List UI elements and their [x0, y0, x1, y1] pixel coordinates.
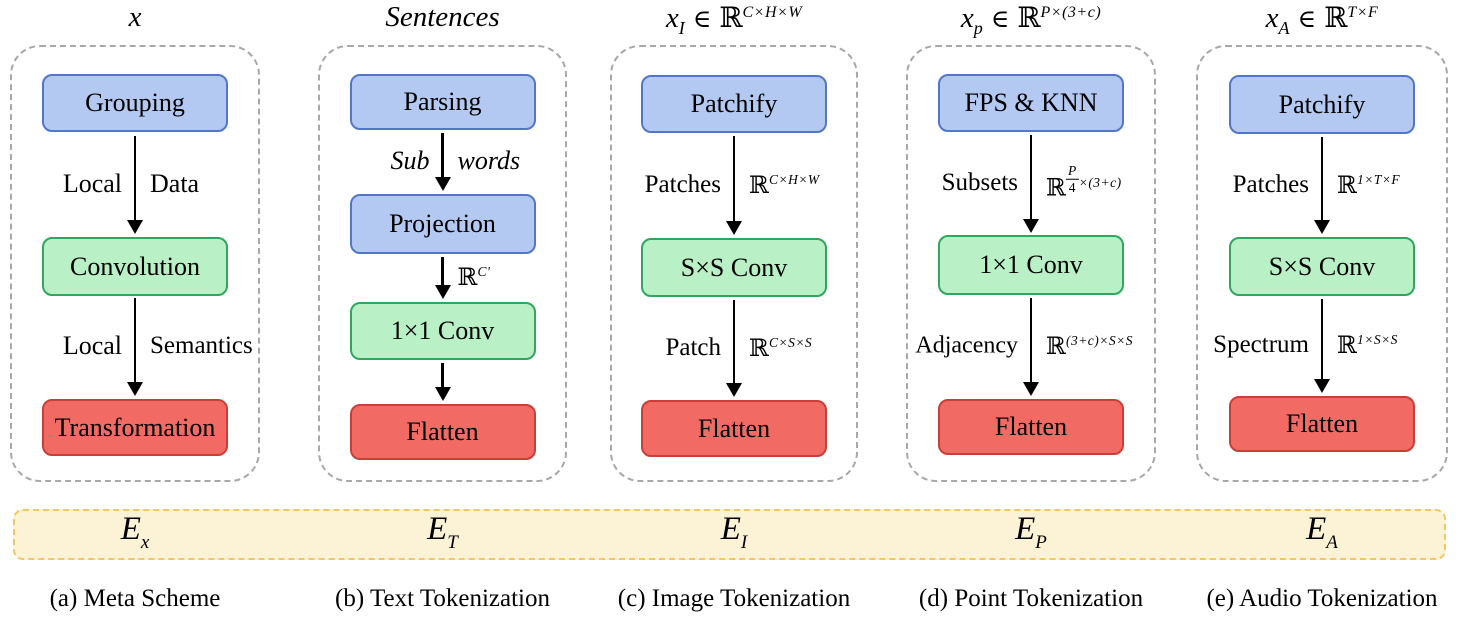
- box-grouping: Grouping: [42, 74, 228, 132]
- embedding-band: [13, 509, 1446, 560]
- embedding-label: EP: [1015, 511, 1047, 553]
- arrow-stem: [441, 363, 444, 390]
- box-patchify: Patchify: [641, 75, 827, 133]
- arrow-down: Sub words: [320, 133, 565, 191]
- arrow-label-left: Patch: [665, 333, 721, 361]
- column-title-xi: xI∈ℝC×H×W: [665, 1, 803, 38]
- column-title-x: x: [128, 1, 142, 33]
- box-flatten: Flatten: [1229, 396, 1415, 452]
- arrow-head-icon: [1314, 220, 1330, 234]
- box-sxs-conv: S×S Conv: [641, 238, 827, 297]
- caption-b: (b) Text Tokenization: [335, 585, 550, 612]
- arrow-stem: [732, 136, 736, 224]
- arrow-stem: [1029, 298, 1033, 385]
- dashed-container: Grouping Local Data Convolution Local Se…: [10, 45, 260, 482]
- arrow-head-icon: [434, 387, 451, 401]
- arrow-down: Spectrum ℝ1×S×S: [1198, 299, 1446, 393]
- box-convolution: Convolution: [42, 237, 228, 296]
- box-flatten: Flatten: [938, 399, 1124, 455]
- arrow-stem: [133, 136, 137, 223]
- box-1x1-conv: 1×1 Conv: [349, 302, 536, 360]
- arrow-stem: [441, 133, 444, 180]
- arrow-down: Adjacency ℝ(3+c)×S×S: [908, 298, 1154, 396]
- dashed-container: Parsing Sub words Projection ℝC′ 1×1 Con…: [318, 45, 567, 482]
- arrow-stem: [1320, 299, 1324, 382]
- arrow-label-left: Adjacency: [915, 332, 1018, 359]
- arrow-label-right: ℝ1×T×F: [1337, 170, 1401, 199]
- arrow-stem: [732, 300, 736, 386]
- box-flatten: Flatten: [349, 404, 536, 460]
- arrow-label-left: Local: [62, 168, 122, 198]
- arrow-head-icon: [726, 383, 742, 397]
- arrow-label-right: ℝC×H×W: [749, 170, 820, 199]
- embedding-label: Ex: [120, 511, 150, 553]
- column-audio-tokenization: xA∈ℝT×F Patchify Patches ℝ1×T×F S×S Conv…: [1196, 0, 1448, 625]
- caption-a: (a) Meta Scheme: [49, 585, 221, 612]
- arrow-down: Patches ℝ1×T×F: [1198, 137, 1446, 234]
- box-patchify: Patchify: [1229, 75, 1415, 134]
- column-text-tokenization: Sentences Parsing Sub words Projection ℝ…: [318, 0, 567, 625]
- arrow-stem: [441, 257, 444, 288]
- arrow-down: [320, 363, 565, 401]
- arrow-label-left: Patches: [644, 170, 721, 198]
- arrow-label-left: Patches: [1232, 170, 1309, 198]
- caption-d: (d) Point Tokenization: [918, 585, 1144, 612]
- arrow-down: Local Semantics: [12, 298, 258, 396]
- arrow-down: Local Data: [12, 136, 258, 234]
- arrow-stem: [1029, 135, 1033, 222]
- arrow-head-icon: [1023, 219, 1039, 233]
- dashed-container: Patchify Patches ℝC×H×W S×S Conv Patch ℝ…: [610, 45, 858, 482]
- box-flatten: Flatten: [641, 400, 827, 457]
- caption-e: (e) Audio Tokenization: [1206, 585, 1438, 612]
- embedding-label: EI: [720, 511, 748, 553]
- dashed-container: Patchify Patches ℝ1×T×F S×S Conv Spectru…: [1196, 45, 1448, 482]
- arrow-head-icon: [1023, 382, 1039, 396]
- arrow-head-icon: [1314, 379, 1330, 393]
- arrow-head-icon: [127, 220, 143, 234]
- column-title-xp: xp∈ℝP×(3+c): [960, 1, 1102, 38]
- box-transformation: Transformation: [42, 399, 228, 456]
- arrow-head-icon: [434, 285, 451, 299]
- arrow-head-icon: [726, 221, 742, 235]
- arrow-down: Patches ℝC×H×W: [612, 136, 856, 235]
- caption-c: (c) Image Tokenization: [617, 585, 851, 612]
- arrow-label-right: Data: [150, 168, 200, 198]
- arrow-head-icon: [127, 382, 143, 396]
- column-image-tokenization: xI∈ℝC×H×W Patchify Patches ℝC×H×W S×S Co…: [610, 0, 858, 625]
- arrow-label-right: ℝC×S×S: [749, 333, 813, 362]
- box-fps-knn: FPS & KNN: [938, 74, 1124, 132]
- arrow-label-right: ℝ1×S×S: [1337, 330, 1398, 359]
- box-projection: Projection: [349, 194, 536, 254]
- arrow-label-right: ℝ(3+c)×S×S: [1046, 331, 1134, 360]
- embedding-label: EA: [1306, 511, 1338, 553]
- arrow-label-left: Spectrum: [1213, 330, 1309, 358]
- arrow-stem: [133, 298, 137, 385]
- arrow-down: Patch ℝC×S×S: [612, 300, 856, 397]
- arrow-label-left: Sub: [390, 145, 430, 175]
- arrow-label-right: Semantics: [150, 331, 253, 359]
- column-title-xa: xA∈ℝT×F: [1265, 1, 1379, 38]
- arrow-label-left: Subsets: [941, 168, 1018, 196]
- arrow-label-left: Local: [62, 330, 122, 360]
- arrow-head-icon: [434, 177, 451, 191]
- box-sxs-conv: S×S Conv: [1229, 237, 1415, 296]
- box-1x1-conv: 1×1 Conv: [938, 235, 1124, 295]
- arrow-down: ℝC′: [320, 257, 565, 299]
- arrow-label-right: ℝC′: [457, 262, 491, 291]
- column-meta-scheme: x Grouping Local Data Convolution Local …: [10, 0, 260, 625]
- box-parsing: Parsing: [349, 74, 536, 130]
- embedding-label: ET: [427, 511, 458, 553]
- arrow-stem: [1320, 137, 1324, 223]
- arrow-label-right: words: [457, 145, 521, 175]
- column-title-sentences: Sentences: [385, 1, 500, 33]
